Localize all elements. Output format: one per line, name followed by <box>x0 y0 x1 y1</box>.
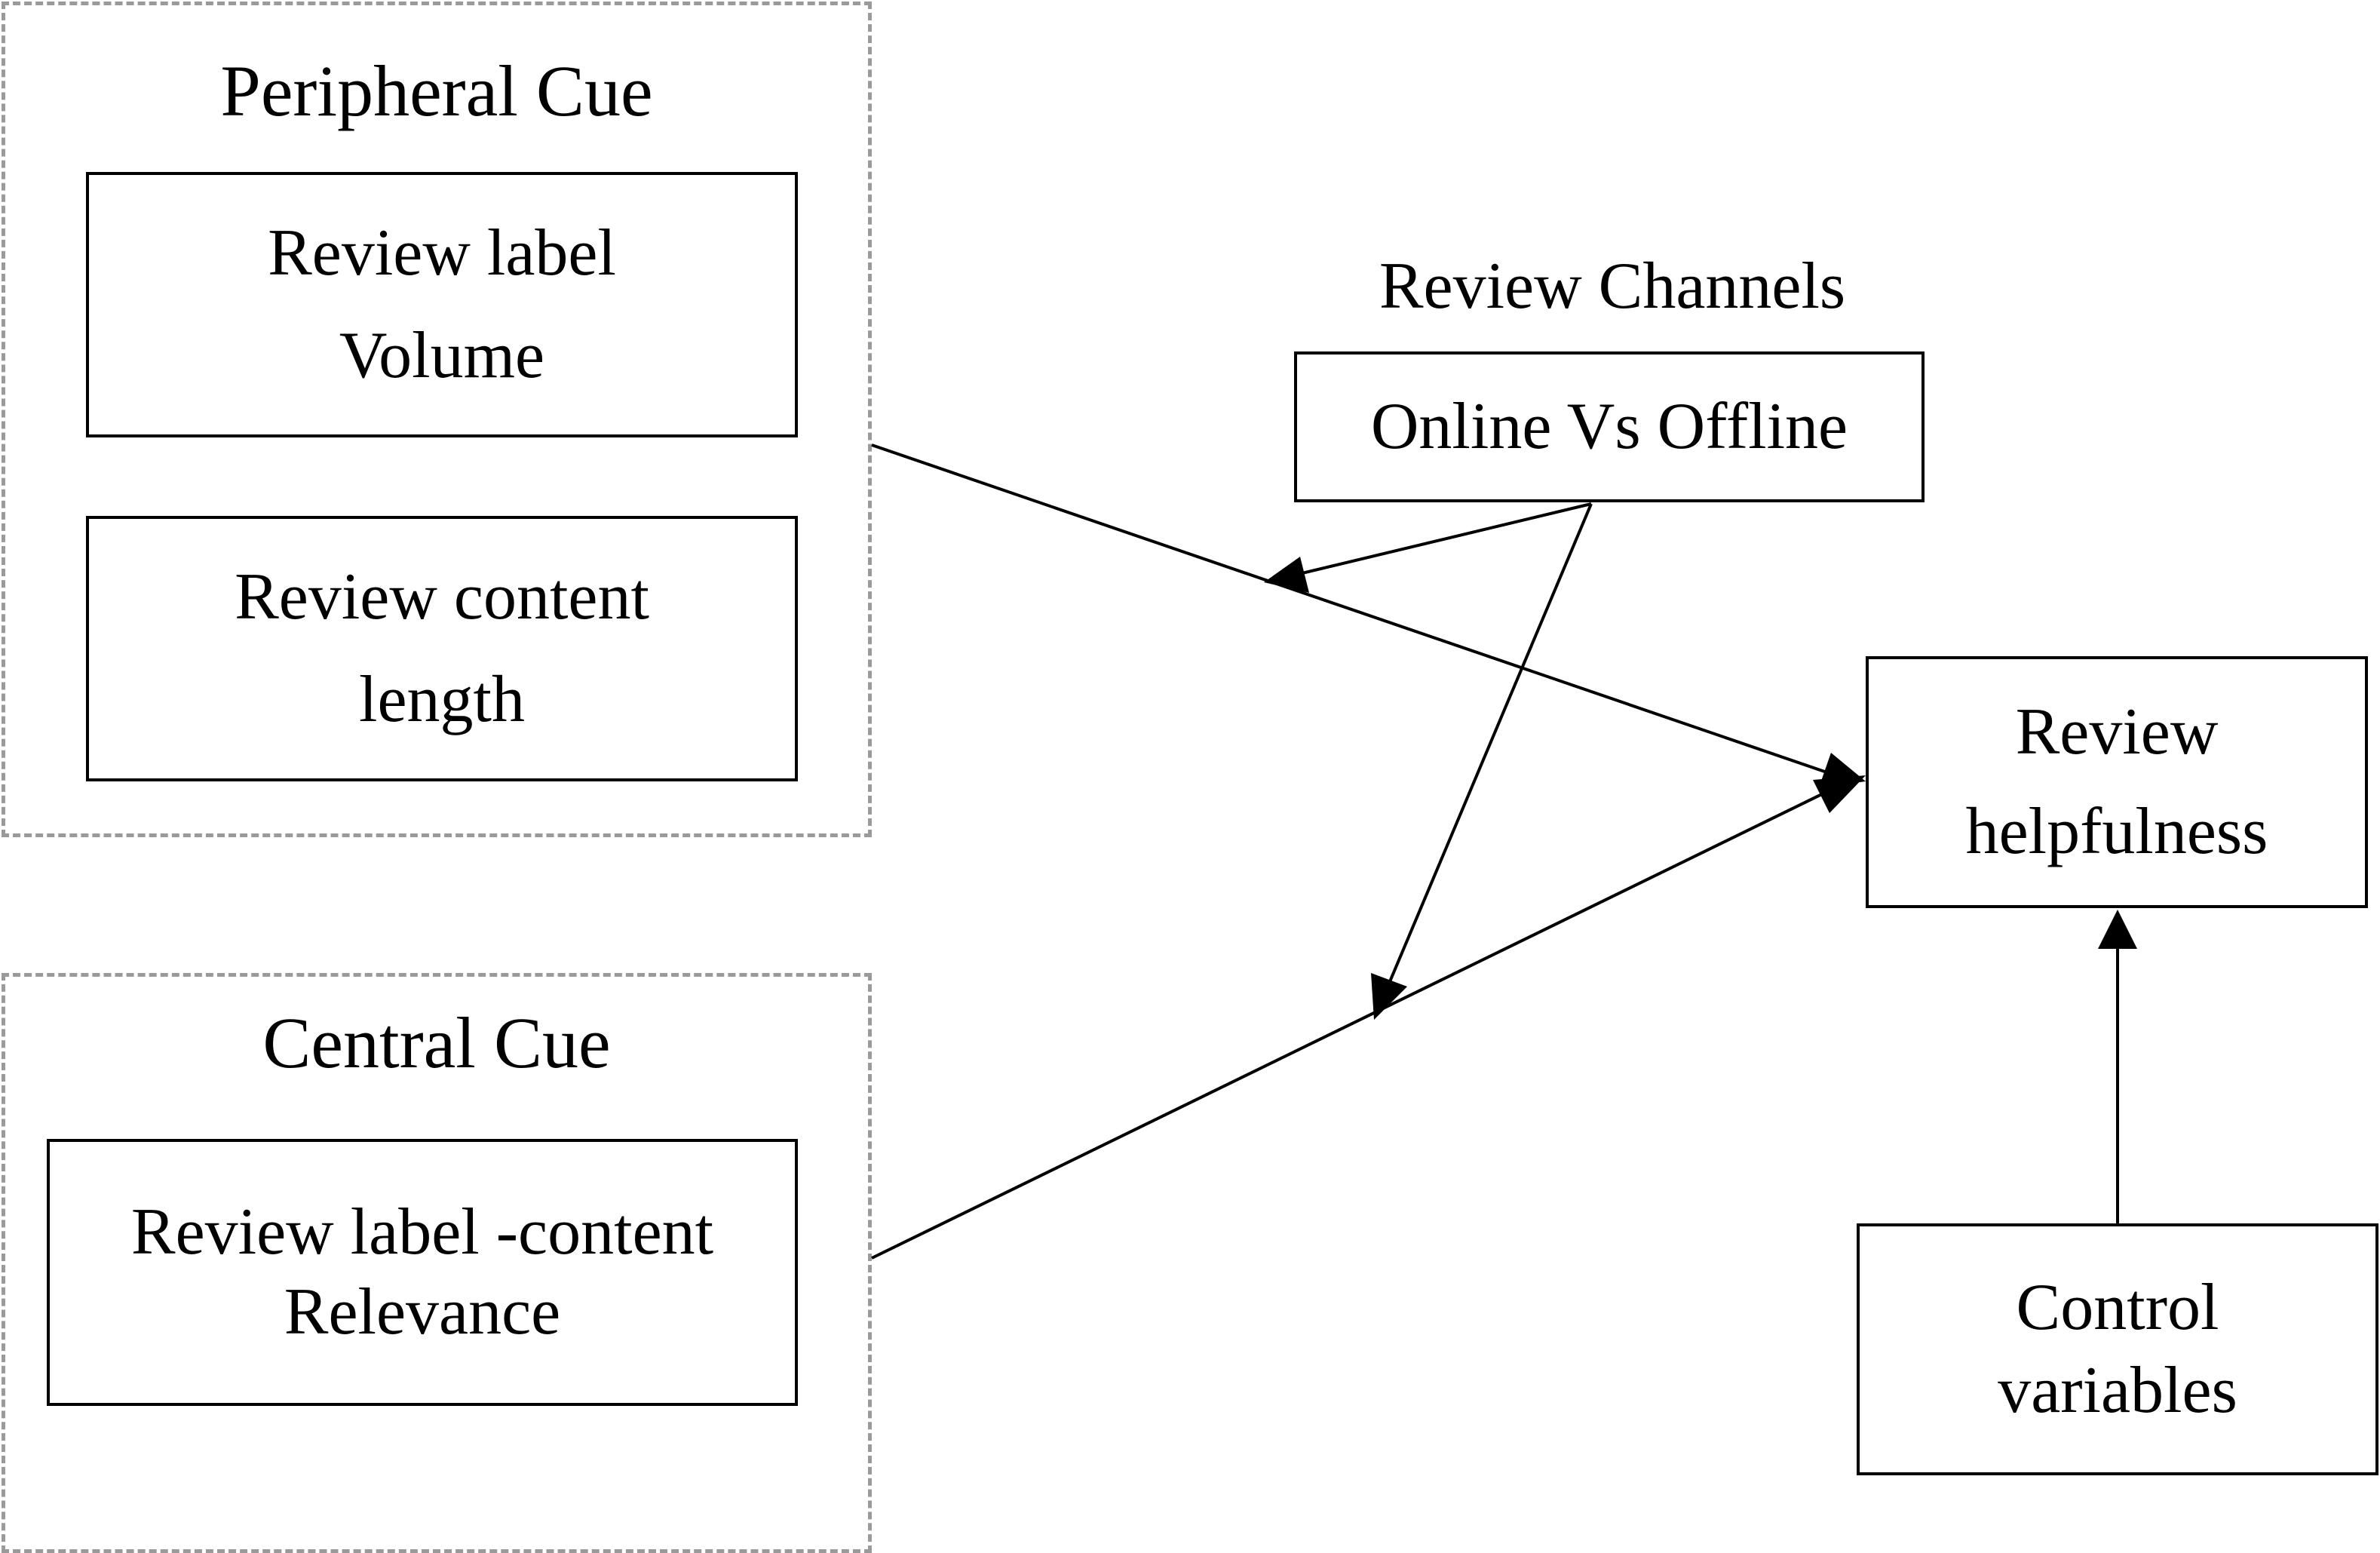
review-content-length-line1: Review content <box>235 560 649 634</box>
review-channels-title: Review Channels <box>1379 250 1846 323</box>
moderator-central-arrowhead <box>1371 973 1407 1020</box>
review-content-length-line2: length <box>359 663 525 736</box>
peripheral-cue-title: Peripheral Cue <box>220 51 653 131</box>
review-content-length-box: Review content length <box>86 516 798 781</box>
review-label-content-relevance-box: Review label -content Relevance <box>47 1139 798 1406</box>
central-to-helpfulness-arrow <box>871 790 1827 1260</box>
central-arrowhead <box>1813 775 1866 813</box>
review-label-volume-line1: Review label <box>268 216 616 290</box>
relevance-line2: Relevance <box>284 1275 561 1349</box>
review-helpfulness-line1: Review <box>2015 695 2219 769</box>
peripheral-arrowhead <box>1819 753 1866 787</box>
review-helpfulness-line2: helpfulness <box>1965 795 2268 868</box>
review-label-volume-box: Review label Volume <box>86 172 798 437</box>
channels-to-peripheral-path-arrow <box>1289 502 1592 578</box>
peripheral-cue-group: Peripheral Cue <box>2 2 872 837</box>
moderator-peripheral-arrowhead <box>1264 557 1309 593</box>
review-helpfulness-box: Review helpfulness <box>1866 656 2368 908</box>
control-variables-box: Control variables <box>1857 1223 2378 1475</box>
controls-arrowhead <box>2098 910 2137 949</box>
online-vs-offline-label: Online Vs Offline <box>1370 389 1848 463</box>
control-variables-line1: Control <box>2016 1271 2219 1344</box>
relevance-line1: Review label -content <box>130 1195 714 1269</box>
central-cue-title: Central Cue <box>262 1002 611 1083</box>
online-vs-offline-box: Online Vs Offline <box>1294 351 1925 502</box>
channels-to-central-path-arrow <box>1383 503 1593 995</box>
control-variables-line2: variables <box>1998 1354 2237 1427</box>
central-cue-group: Central Cue <box>2 973 872 1553</box>
review-label-volume-line2: Volume <box>339 319 545 392</box>
